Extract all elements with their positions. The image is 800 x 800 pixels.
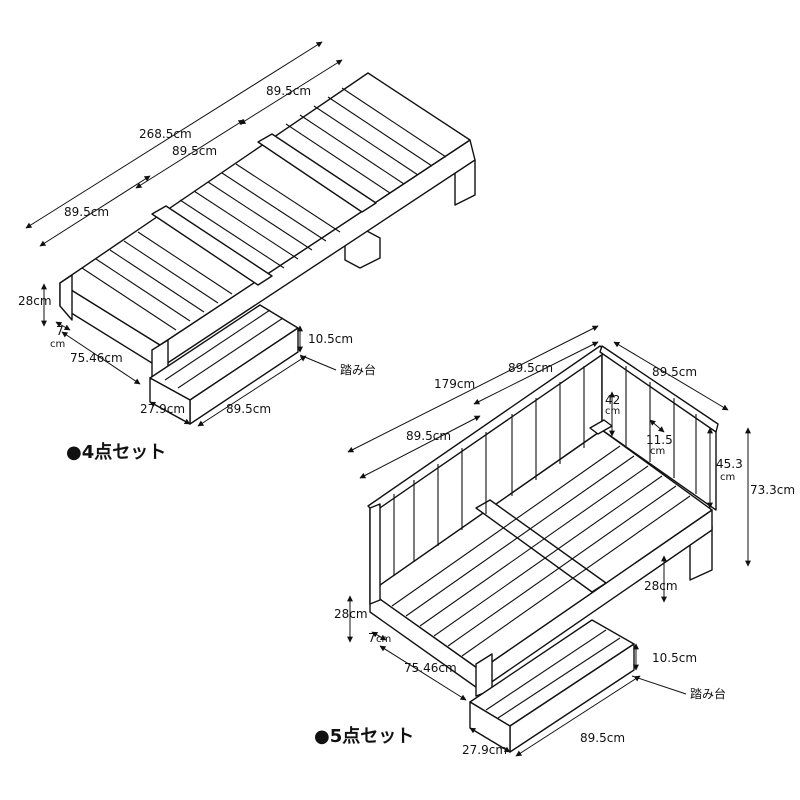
dim-step-width: 89.5cm bbox=[226, 402, 271, 416]
dim-depth: 75.46cm bbox=[404, 661, 457, 675]
caption-four-set: ●4点セット bbox=[66, 441, 166, 463]
dim-step-height: 10.5cm bbox=[308, 332, 353, 346]
step-label: 踏み台 bbox=[690, 686, 726, 701]
dim-module: 89.5cm bbox=[64, 205, 109, 219]
dim-total-length: 179cm bbox=[434, 377, 475, 391]
post bbox=[369, 503, 381, 605]
dim-height: 28cm bbox=[18, 294, 52, 308]
post bbox=[59, 274, 73, 321]
dim-step-depth: 27.9cm bbox=[462, 743, 507, 757]
dim-fence-height: 42 bbox=[605, 393, 620, 407]
dim-module: 89.5cm bbox=[406, 429, 451, 443]
five-piece-deck bbox=[367, 345, 719, 753]
caption-five-set: ●5点セット bbox=[314, 725, 414, 747]
dim-step-width: 89.5cm bbox=[580, 731, 625, 745]
beam bbox=[475, 499, 607, 593]
deck-top bbox=[59, 72, 471, 346]
dim-rail-height-unit: cm bbox=[720, 472, 735, 483]
dim-slat-gap: 11.5 bbox=[646, 433, 673, 447]
dim-leg-unit: cm bbox=[50, 339, 65, 350]
four-piece-deck bbox=[59, 72, 476, 425]
five-dimension-lines bbox=[347, 325, 751, 757]
dim-height: 28cm bbox=[334, 607, 368, 621]
dim-module: 89.5cm bbox=[172, 144, 217, 158]
four-dimension-lines bbox=[25, 41, 343, 427]
dim-leg-unit: cm bbox=[376, 634, 391, 645]
dim-module: 89.5cm bbox=[508, 361, 553, 375]
dim-slat-gap-unit: cm bbox=[650, 446, 665, 457]
dim-total-height: 73.3cm bbox=[750, 483, 795, 497]
dim-step-height: 10.5cm bbox=[652, 651, 697, 665]
dim-deck-height: 28cm bbox=[644, 579, 678, 593]
dim-leg: 7 bbox=[56, 324, 64, 338]
dim-total-length: 268.5cm bbox=[139, 127, 192, 141]
dim-side: 89.5cm bbox=[652, 365, 697, 379]
dim-leg: 7 bbox=[368, 631, 376, 645]
dim-step-depth: 27.9cm bbox=[140, 402, 185, 416]
dim-fence-height-unit: cm bbox=[605, 406, 620, 417]
step-label: 踏み台 bbox=[340, 362, 376, 377]
dim-rail-height: 45.3 bbox=[716, 457, 743, 471]
dim-module: 89.5cm bbox=[266, 84, 311, 98]
dim-depth: 75.46cm bbox=[70, 351, 123, 365]
